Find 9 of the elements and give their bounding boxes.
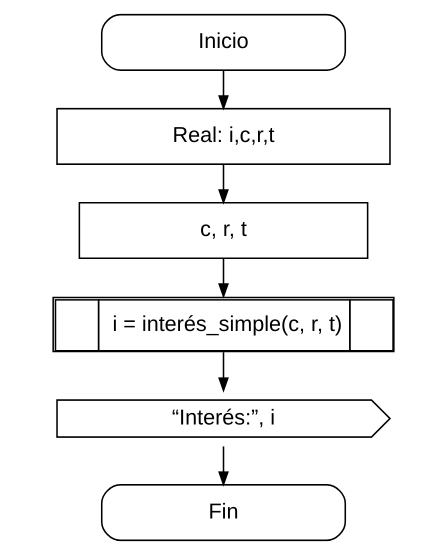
arrow (218, 70, 229, 111)
arrow (218, 446, 229, 487)
node-box: Fin (100, 484, 346, 542)
arrow (218, 258, 229, 299)
node-box: Inicio (100, 14, 346, 71)
node-box: c, r, t (78, 202, 368, 259)
arrow (218, 352, 229, 393)
node-box: Real: i,c,r,t (56, 108, 391, 165)
arrow (218, 164, 229, 205)
